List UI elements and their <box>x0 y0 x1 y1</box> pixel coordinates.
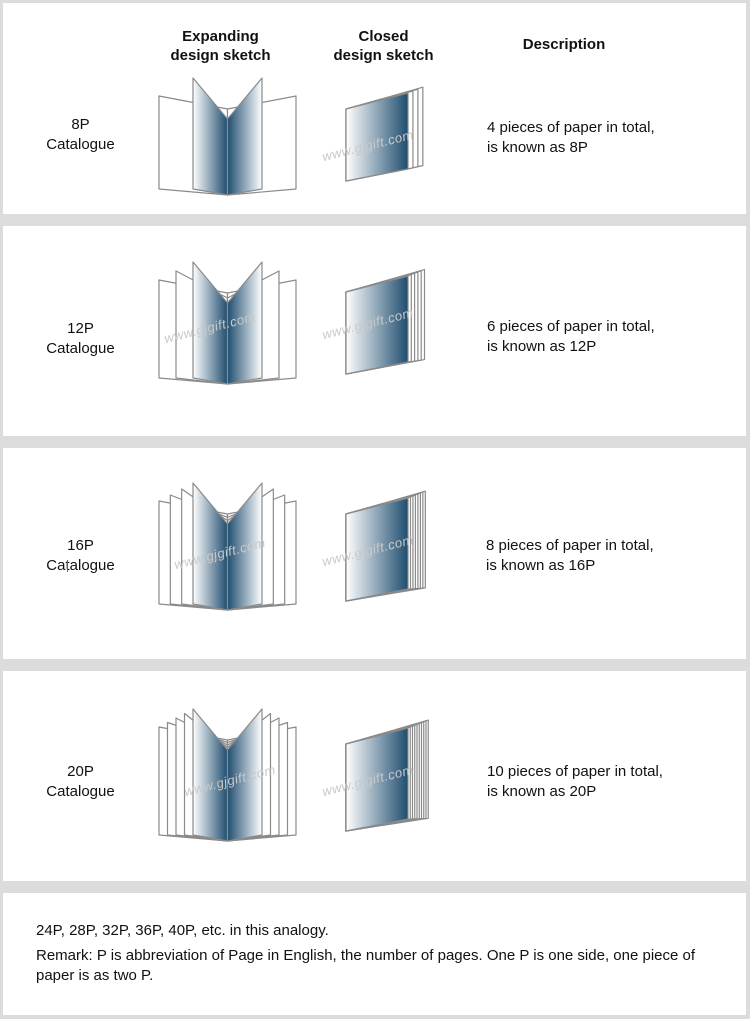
cover-sheet <box>345 497 409 602</box>
page-sheet <box>226 482 263 611</box>
cover-sheet <box>345 275 409 375</box>
row-description: 4 pieces of paper in total, is known as … <box>487 119 655 156</box>
row-panel-20p: 20P Catalogue www.gjgift.com www.gjgift.… <box>3 671 746 881</box>
closed-sketch <box>345 268 426 375</box>
page-sheet <box>226 77 263 196</box>
expanding-sketch <box>158 708 297 842</box>
row-label: 16P Catalogue <box>46 537 115 574</box>
row-panel-12p: 12P Catalogue www.gjgift.com www.gjgift.… <box>3 226 746 436</box>
page-sheet <box>226 708 263 842</box>
closed-sketch <box>345 490 426 602</box>
row-description: 6 pieces of paper in total, is known as … <box>487 318 655 355</box>
red-mark <box>67 560 68 572</box>
page-sheet <box>226 261 263 385</box>
cover-sheet <box>345 92 409 182</box>
expanding-sketch <box>158 77 297 196</box>
footer-line-1: 24P, 28P, 32P, 36P, 40P, etc. in this an… <box>36 922 329 939</box>
row-description: 10 pieces of paper in total, is known as… <box>487 763 663 800</box>
row-label: 12P Catalogue <box>46 320 115 357</box>
expanding-sketch <box>158 482 297 611</box>
page-sheet <box>192 77 229 196</box>
footer-line-2: Remark: P is abbreviation of Page in Eng… <box>36 947 696 984</box>
expanding-sketch <box>158 261 297 385</box>
closed-sketch <box>345 719 429 832</box>
cover-sheet <box>345 727 409 832</box>
header-closed: Closed design sketch <box>333 28 434 64</box>
footer-panel: 24P, 28P, 32P, 36P, 40P, etc. in this an… <box>3 893 746 1015</box>
closed-sketch <box>345 86 424 182</box>
row-label: 8P Catalogue <box>46 116 115 153</box>
header-description: Description <box>522 36 606 53</box>
row-panel-16p: 16P Catalogue www.gjgift.com www.gjgift.… <box>3 448 746 659</box>
row-description: 8 pieces of paper in total, is known as … <box>486 537 654 574</box>
row-label: 20P Catalogue <box>46 763 115 800</box>
row-panel-8p: Expanding design sketch Closed design sk… <box>3 3 746 214</box>
header-expanding: Expanding design sketch <box>170 28 271 64</box>
